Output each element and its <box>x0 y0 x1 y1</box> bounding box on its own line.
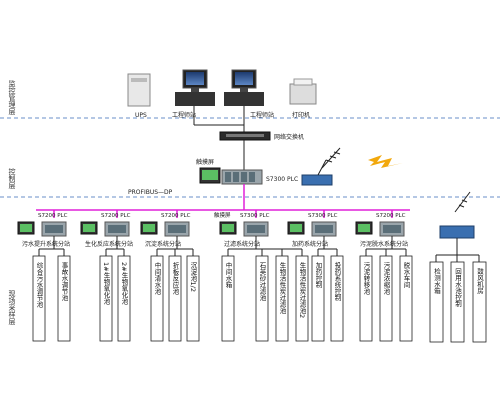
engineer-station-2-label: 工程师站 <box>250 111 274 119</box>
plc-module-icon <box>311 221 337 237</box>
remote-unit-label: 回用水池控制 <box>454 268 462 309</box>
plc-module-icon <box>379 221 405 237</box>
hmi-panel-icon <box>80 221 98 235</box>
substation-plc-label: S7200 PLC <box>38 213 68 219</box>
plc-rack-icon <box>221 169 263 185</box>
substation-touch-label: 触摸屏 <box>214 211 231 219</box>
touch-screen-icon <box>199 167 221 184</box>
field-unit-box: 沉淀池1/2 <box>186 255 200 342</box>
remote-antenna-icon <box>454 191 471 213</box>
ups-label: UPS <box>135 112 147 119</box>
field-unit-box: 事故水调节池 <box>57 255 71 342</box>
plc-module-icon <box>41 221 67 237</box>
field-unit-box: 污泥浓缩池 <box>379 255 393 342</box>
remote-radio-modem-icon <box>439 225 475 239</box>
remote-unit-label: 检测水箱 <box>433 267 441 296</box>
field-unit-label: 2#生物氧化池 <box>120 262 128 304</box>
field-unit-label: 生物活性炭过滤池2 <box>298 261 306 318</box>
plc-module-icon <box>164 221 190 237</box>
substation-plc-label: S7300 PLC <box>308 213 338 219</box>
plc-module-icon <box>243 221 269 237</box>
field-unit-label: 沉淀池1/2 <box>189 262 197 292</box>
printer-icon <box>289 78 317 105</box>
engineer-station-2-icon <box>224 69 264 106</box>
field-unit-label: 综合污水调节池 <box>35 261 43 308</box>
field-unit-label: 中间水箱 <box>224 261 232 290</box>
hmi-panel-icon <box>17 221 35 235</box>
field-unit-label: 污泥浓缩池 <box>382 262 390 295</box>
remote-unit-box: 鼓风机房 <box>472 261 487 343</box>
ups-icon <box>127 73 151 107</box>
field-unit-label: 事故水调节池 <box>60 261 68 302</box>
substation-plc-label: S7200 PLC <box>101 213 131 219</box>
substation-name: 生化反应系统分站 <box>85 240 133 248</box>
bus-label: PROFIBUS—DP <box>128 189 173 196</box>
field-unit-box: 生物活性炭过滤池 <box>275 255 289 342</box>
field-unit-box: 折板反应池 <box>168 255 182 342</box>
layer-label-field: 现场采样层 <box>8 290 16 326</box>
field-unit-label: 投药系统控制 <box>333 261 341 303</box>
substation-plc-label: S7300 PLC <box>240 213 270 219</box>
field-unit-box: 中间水箱 <box>221 255 235 342</box>
field-unit-box: 1#生物氧化池 <box>99 255 113 342</box>
hmi-panel-icon <box>355 221 373 235</box>
field-unit-box: 脱水车间 <box>399 255 413 342</box>
printer-label: 打印机 <box>292 111 310 119</box>
field-unit-box: 综合污水调节池 <box>32 255 46 342</box>
field-unit-label: 脱水车间 <box>402 261 410 290</box>
hmi-panel-icon <box>287 221 305 235</box>
hmi-panel-icon <box>140 221 158 235</box>
field-unit-label: 折板反应池 <box>171 261 179 295</box>
field-unit-label: 1#生物氧化池 <box>102 262 110 304</box>
substation-name: 污水提升系统分站 <box>22 240 70 248</box>
field-unit-box: 加药控制 <box>311 255 325 342</box>
radio-modem-icon <box>301 159 333 186</box>
substation-name: 过滤系统分站 <box>224 240 260 248</box>
remote-unit-label: 鼓风机房 <box>476 267 484 296</box>
touch-screen-label: 触摸屏 <box>196 158 214 166</box>
remote-unit-box: 检测水箱 <box>429 261 444 343</box>
field-unit-box: 2#生物氧化池 <box>117 255 131 342</box>
engineer-station-1-icon <box>175 69 215 106</box>
field-unit-label: 生物活性炭过滤池 <box>278 261 286 315</box>
substation-name: 污泥脱水系统分站 <box>360 240 408 248</box>
substation-name: 沉淀系统分站 <box>145 240 181 248</box>
wireless-signal-icon <box>368 155 403 168</box>
network-switch-icon <box>219 131 271 141</box>
substation-plc-label: S7200 PLC <box>376 213 406 219</box>
field-unit-label: 污泥转移池 <box>362 262 370 295</box>
field-unit-box: 中间清水池 <box>150 255 164 342</box>
plc-module-icon <box>104 221 130 237</box>
engineer-station-1-label: 工程师站 <box>172 111 196 119</box>
field-unit-label: 加药控制 <box>314 261 322 290</box>
plc-main-label: S7300 PLC <box>266 176 298 183</box>
hmi-panel-icon <box>219 221 237 235</box>
field-unit-label: 中间清水池 <box>153 261 161 295</box>
field-unit-box: 石英砂过滤池 <box>255 255 269 342</box>
antenna-icon <box>321 147 341 169</box>
switch-label: 网络交换机 <box>274 133 304 141</box>
field-unit-box: 投药系统控制 <box>330 255 344 342</box>
layer-label-control: 控制层 <box>8 167 16 190</box>
remote-unit-box: 回用水池控制 <box>450 261 465 343</box>
substation-name: 加药系统分站 <box>292 240 328 248</box>
layer-label-monitor: 监控管理层 <box>8 79 16 116</box>
field-unit-box: 污泥转移池 <box>359 255 373 342</box>
field-unit-box: 生物活性炭过滤池2 <box>295 255 309 342</box>
field-unit-label: 石英砂过滤池 <box>258 262 266 302</box>
substation-plc-label: S7200 PLC <box>161 213 191 219</box>
